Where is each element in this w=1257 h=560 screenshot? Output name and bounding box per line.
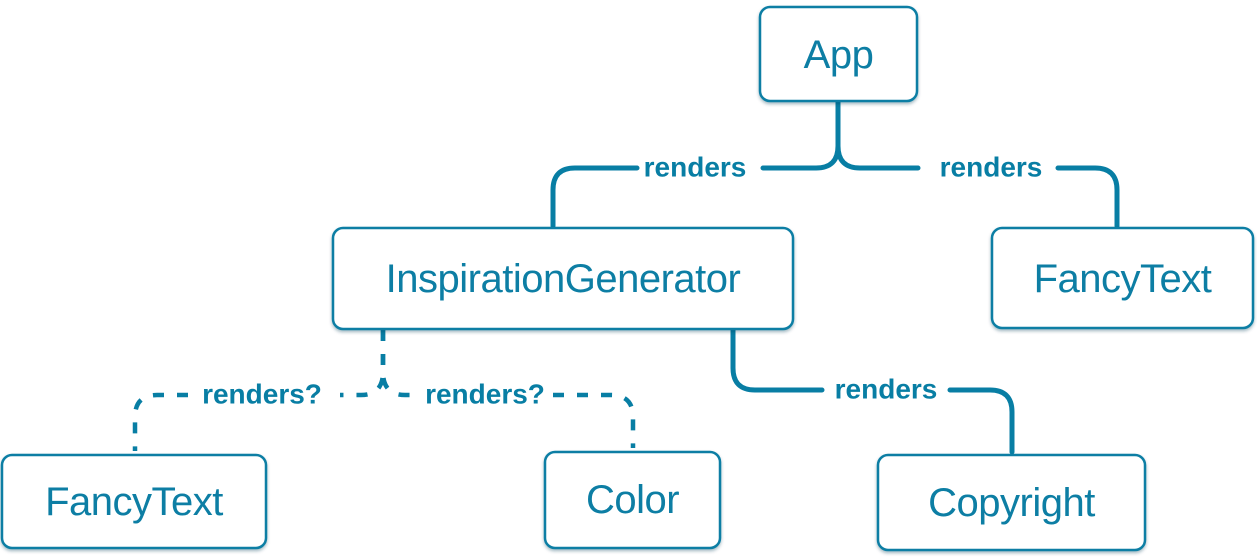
node-box <box>758 5 919 103</box>
edge-label-renders: renders <box>940 152 1043 183</box>
node-color: Color <box>543 450 722 550</box>
node-box <box>0 453 268 550</box>
node-box <box>543 450 722 550</box>
edge-inspirationgenerator-to-copyright: renders <box>730 327 1015 455</box>
node-fancy-text-top: FancyText <box>990 226 1255 330</box>
edge-path <box>553 392 636 448</box>
edge-label-renders: renders <box>644 152 747 183</box>
edge-path <box>835 98 921 171</box>
edge-path <box>1055 165 1120 229</box>
node-label: FancyText <box>1034 257 1212 301</box>
edge-path <box>760 98 841 171</box>
edge-path <box>730 327 825 393</box>
edge-label-renders-maybe: renders? <box>425 379 545 410</box>
node-inspiration-generator: InspirationGenerator <box>331 226 795 331</box>
node-label: Color <box>586 478 679 522</box>
edge-app-to-fancytext: renders <box>835 98 1120 229</box>
node-app: App <box>758 5 919 103</box>
diagram-edges: renders renders renders? renders? re <box>132 98 1120 455</box>
edge-path <box>550 165 640 229</box>
node-label: InspirationGenerator <box>386 257 741 301</box>
edge-path <box>340 330 386 398</box>
node-box <box>876 453 1147 552</box>
diagram-nodes: App InspirationGenerator FancyText Fancy… <box>0 5 1255 552</box>
edge-inspirationgenerator-to-fancytext: renders? <box>132 330 386 451</box>
edge-path <box>947 387 1015 455</box>
node-copyright: Copyright <box>876 453 1147 552</box>
edge-app-to-inspirationgenerator: renders <box>550 98 841 229</box>
node-label: FancyText <box>45 480 223 524</box>
edge-path <box>132 392 188 451</box>
edge-label-renders: renders <box>835 374 938 405</box>
node-box <box>990 226 1255 330</box>
edge-inspirationgenerator-to-color: renders? <box>380 330 636 448</box>
edge-path <box>380 330 415 398</box>
node-box <box>331 226 795 331</box>
node-label: App <box>804 33 874 77</box>
node-fancy-text-bottom: FancyText <box>0 453 268 550</box>
node-label: Copyright <box>928 481 1095 525</box>
edge-label-renders-maybe: renders? <box>202 379 322 410</box>
